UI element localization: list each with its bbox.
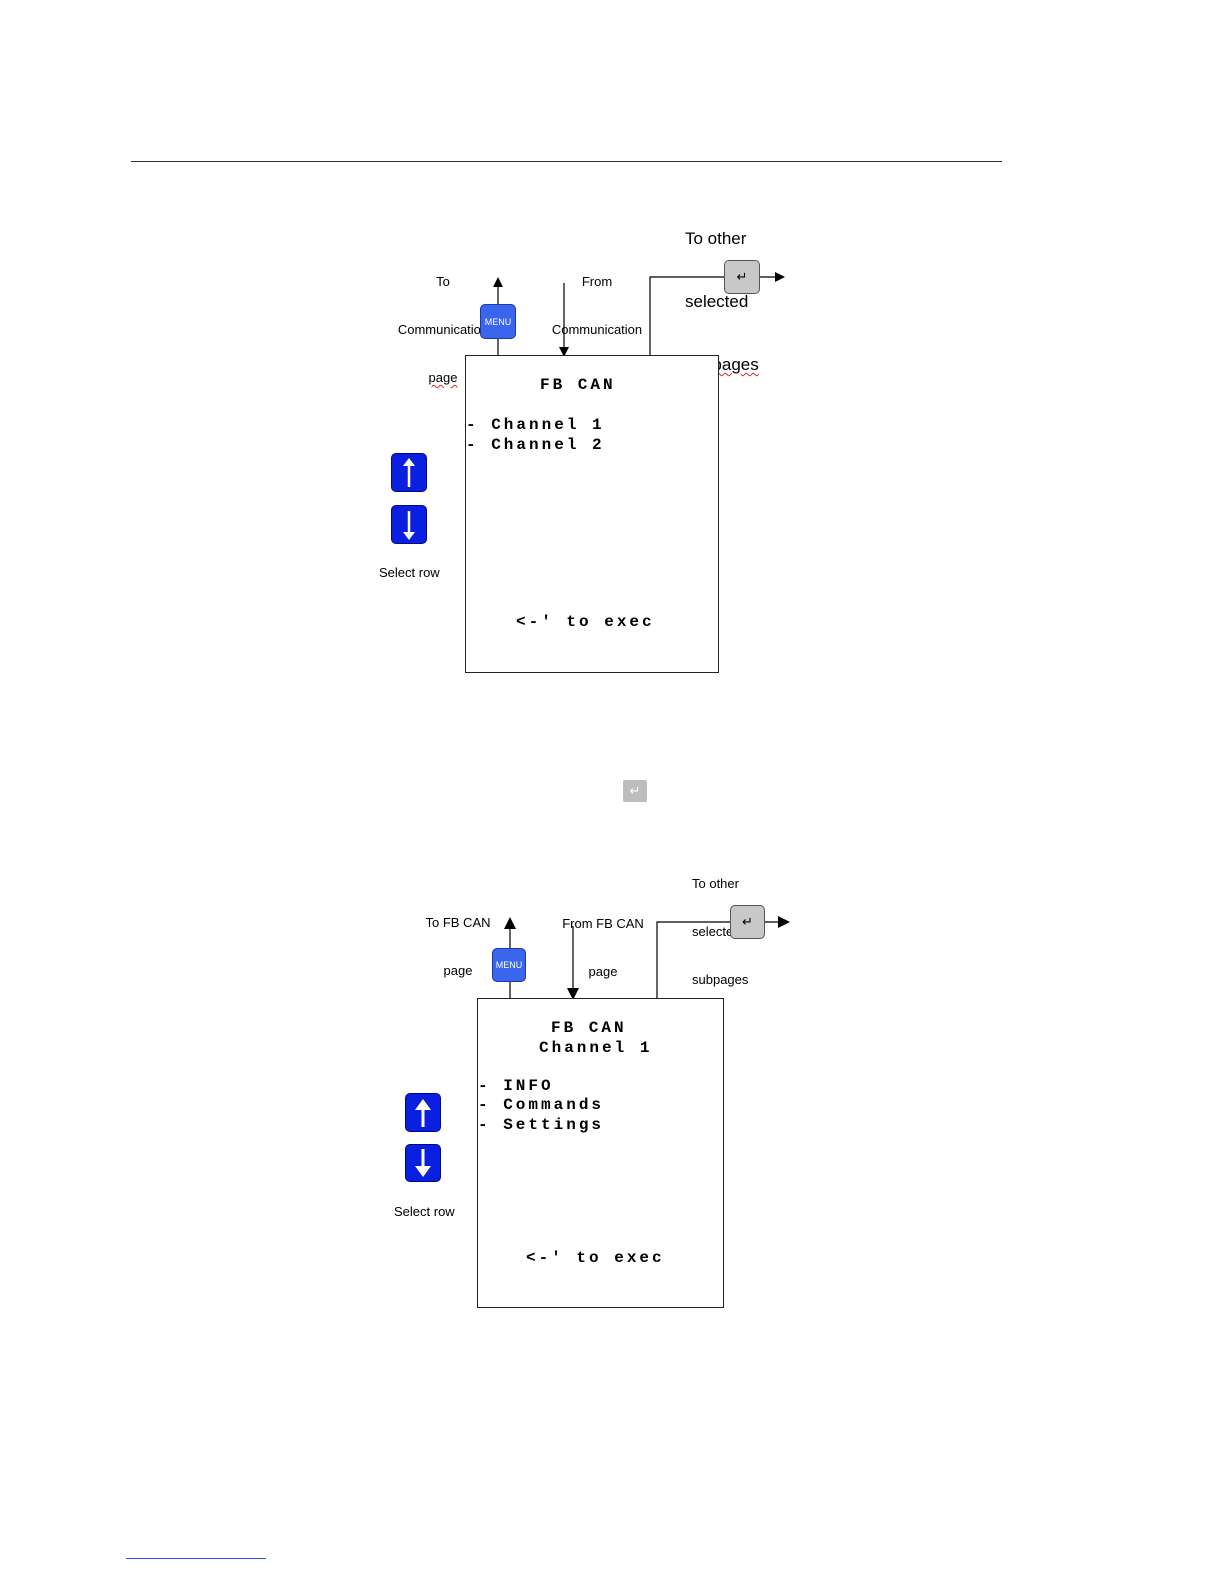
label-line: From FB CAN [562, 916, 644, 931]
arrow-down-icon [403, 510, 415, 540]
menu-button[interactable]: MENU [480, 304, 516, 339]
header-rule [131, 161, 1002, 162]
screen-title: FB CAN [551, 1019, 627, 1037]
screen-row-info[interactable]: - INFO [478, 1077, 554, 1095]
arrow-down-icon [415, 1149, 431, 1177]
label-line: page [443, 963, 473, 978]
label-line: From [581, 274, 613, 289]
up-button-2[interactable] [405, 1093, 441, 1132]
enter-connector-2 [656, 921, 730, 998]
screen-row-channel-2[interactable]: - Channel 2 [466, 436, 605, 454]
lcd-screen-2: FB CAN Channel 1 - INFO - Commands - Set… [477, 998, 724, 1308]
label-line: selected [692, 924, 741, 939]
label-line: page [428, 370, 458, 385]
label-line: page [588, 964, 618, 979]
screen-subtitle: Channel 1 [539, 1039, 653, 1057]
enter-button-2[interactable]: ↵ [730, 905, 765, 939]
screen-row-commands[interactable]: - Commands [478, 1096, 605, 1114]
label-line: subpages [692, 972, 749, 987]
screen-footer: <-' to exec [516, 613, 655, 631]
enter-icon: ↵ [742, 914, 753, 929]
menu-button-label: MENU [484, 316, 512, 327]
to-other-subpages-label-2: To other selected subpages [692, 844, 748, 1020]
select-row-label-2: Select row [394, 1204, 455, 1219]
footnote-rule [126, 1558, 266, 1559]
label-line: selected [685, 292, 749, 311]
label-line: To other [685, 229, 747, 248]
arrow-up-icon [403, 457, 415, 487]
to-fb-can-label: To FB CAN page [403, 883, 513, 1011]
from-fb-can-label: From FB CAN page [543, 884, 663, 1012]
label-line: To FB CAN [425, 915, 491, 930]
enter-button[interactable]: ↵ [724, 260, 760, 294]
to-communication-label: To Communication page [383, 242, 503, 418]
screen-footer: <-' to exec [526, 1249, 665, 1267]
arrow-up-icon [415, 1098, 431, 1127]
screen-row-channel-1[interactable]: - Channel 1 [466, 416, 605, 434]
screen-title: FB CAN [540, 376, 616, 394]
select-row-label: Select row [379, 565, 440, 580]
label-line: To other [692, 876, 739, 891]
label-line: Communication [551, 322, 643, 337]
label-line: To [436, 274, 450, 289]
enter-glyph: ↵ [629, 783, 641, 798]
inline-enter-icon: ↵ [623, 780, 647, 802]
enter-connector [649, 276, 724, 355]
menu-button-label: MENU [495, 960, 523, 970]
label-line: Communication [397, 322, 489, 337]
screen-row-settings[interactable]: - Settings [478, 1116, 605, 1134]
up-button[interactable] [391, 453, 427, 492]
menu-button-2[interactable]: MENU [492, 948, 526, 982]
lcd-screen: FB CAN - Channel 1 - Channel 2 <-' to ex… [465, 355, 719, 673]
enter-icon: ↵ [736, 269, 748, 284]
down-button-2[interactable] [405, 1144, 441, 1182]
down-button[interactable] [391, 505, 427, 544]
